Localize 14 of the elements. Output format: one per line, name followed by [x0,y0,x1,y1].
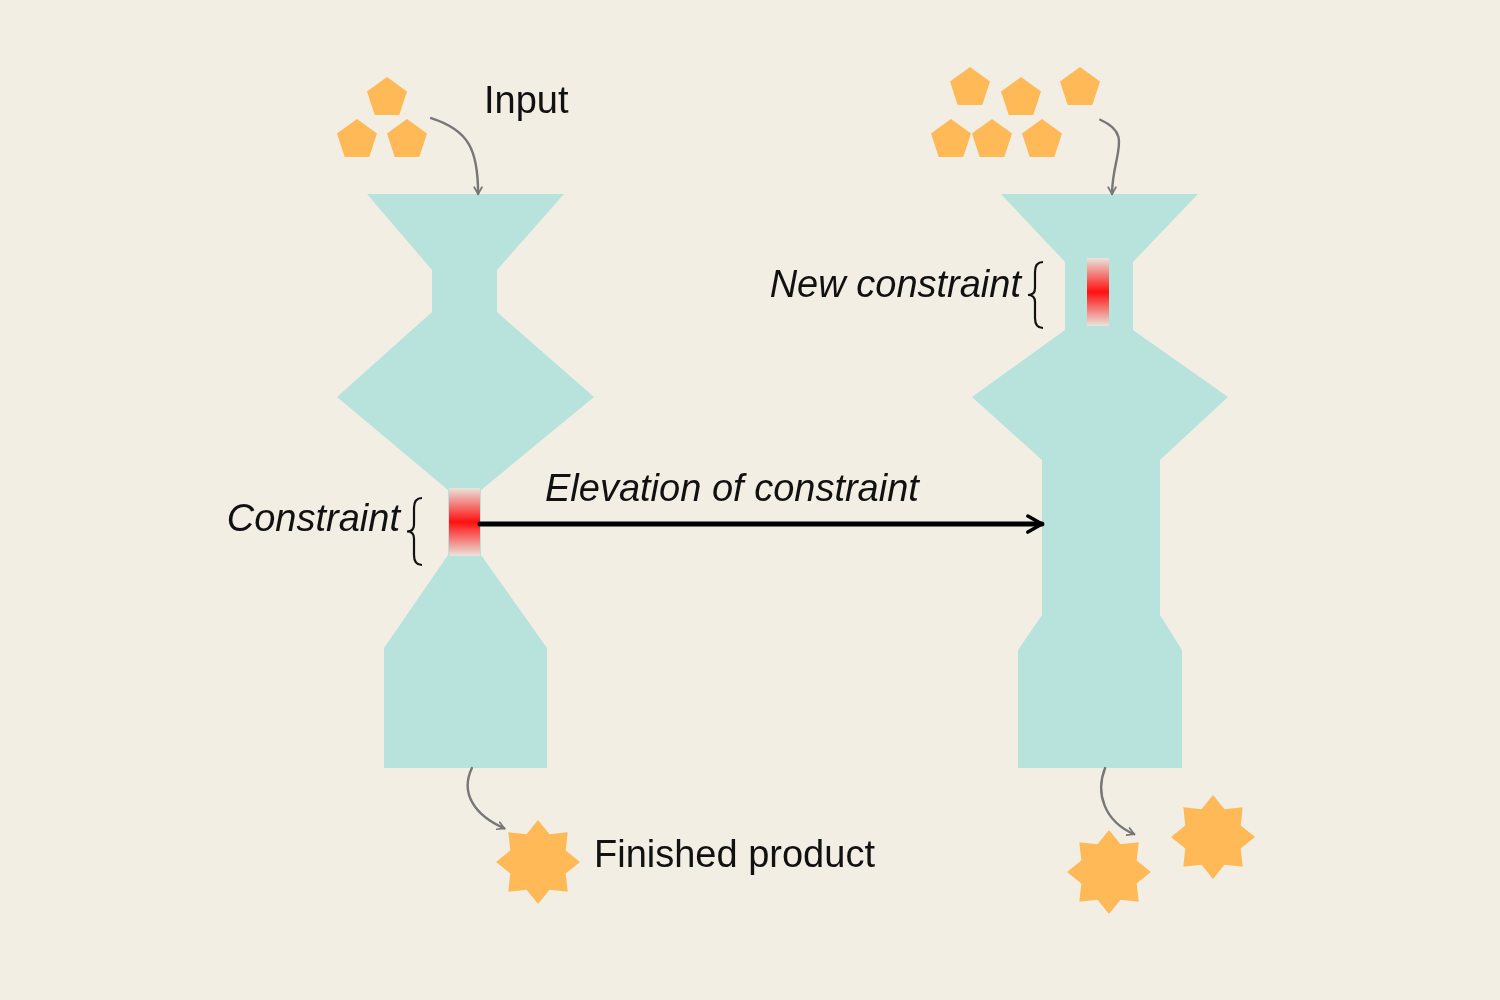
arrow [466,766,506,830]
arrow [477,514,1045,534]
arrow [429,116,483,196]
arrow [1100,766,1136,836]
new-constraint-label: New constraint [769,264,1021,306]
star-drawing [1171,795,1255,879]
finished-product-label: Finished product [594,834,875,876]
constraint-marker [1087,258,1109,326]
star-drawing [1067,830,1151,914]
star-drawing [496,820,580,904]
input-label: Input [484,80,569,122]
constraint-marker [449,488,480,556]
arrow [1099,118,1121,196]
constraint-label: Constraint [226,498,400,540]
